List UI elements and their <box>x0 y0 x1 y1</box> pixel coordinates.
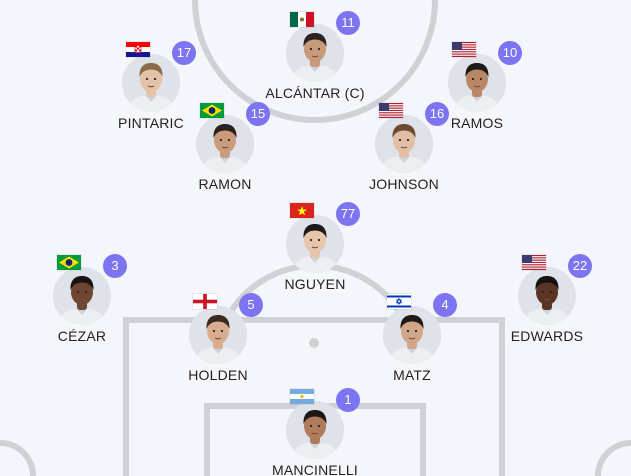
shirt-number-badge: 10 <box>498 41 522 65</box>
usa-flag <box>522 255 546 270</box>
shirt-number-badge: 15 <box>246 102 270 126</box>
player-name: HOLDEN <box>188 367 248 383</box>
corner-arc-right <box>595 440 631 476</box>
player-name: MANCINELLI <box>271 462 359 476</box>
argentina-flag <box>290 389 314 404</box>
shirt-number-badge: 22 <box>568 254 592 278</box>
player-photo <box>286 24 344 82</box>
brazil-flag <box>57 255 81 270</box>
player-photo <box>375 115 433 173</box>
mexico-flag <box>290 12 314 27</box>
player-photo <box>383 306 441 364</box>
shirt-number-badge: 5 <box>239 293 263 317</box>
player-name: JOHNSON <box>369 176 439 192</box>
player-name: ALCÁNTAR (C) <box>265 85 365 101</box>
player-photo <box>286 215 344 273</box>
penalty-box <box>123 317 505 476</box>
player-photo <box>286 401 344 459</box>
penalty-spot <box>309 338 319 348</box>
shirt-number-badge: 17 <box>172 41 196 65</box>
corner-arc-left <box>0 440 36 476</box>
center-circle <box>192 0 438 123</box>
shirt-number-badge: 16 <box>425 102 449 126</box>
england-flag <box>193 294 217 309</box>
player-name: RAMOS <box>450 115 504 131</box>
player-name: RAMON <box>198 176 252 192</box>
player-name: MATZ <box>393 367 431 383</box>
player-photo <box>53 267 111 325</box>
croatia-flag <box>126 42 150 57</box>
player-name: NGUYEN <box>284 276 346 292</box>
usa-flag <box>379 103 403 118</box>
player-photo <box>518 267 576 325</box>
player-name: CÉZAR <box>57 328 107 344</box>
player-photo <box>448 54 506 112</box>
player-photo <box>122 54 180 112</box>
usa-flag <box>452 42 476 57</box>
shirt-number-badge: 1 <box>336 388 360 412</box>
player-name: PINTARIC <box>118 115 184 131</box>
shirt-number-badge: 11 <box>336 11 360 35</box>
player-name: EDWARDS <box>510 328 584 344</box>
brazil-flag <box>200 103 224 118</box>
shirt-number-badge: 3 <box>103 254 127 278</box>
vietnam-flag <box>290 203 314 218</box>
player-photo <box>196 115 254 173</box>
player-photo <box>189 306 247 364</box>
shirt-number-badge: 77 <box>336 202 360 226</box>
shirt-number-badge: 4 <box>433 293 457 317</box>
israel-flag <box>387 294 411 309</box>
